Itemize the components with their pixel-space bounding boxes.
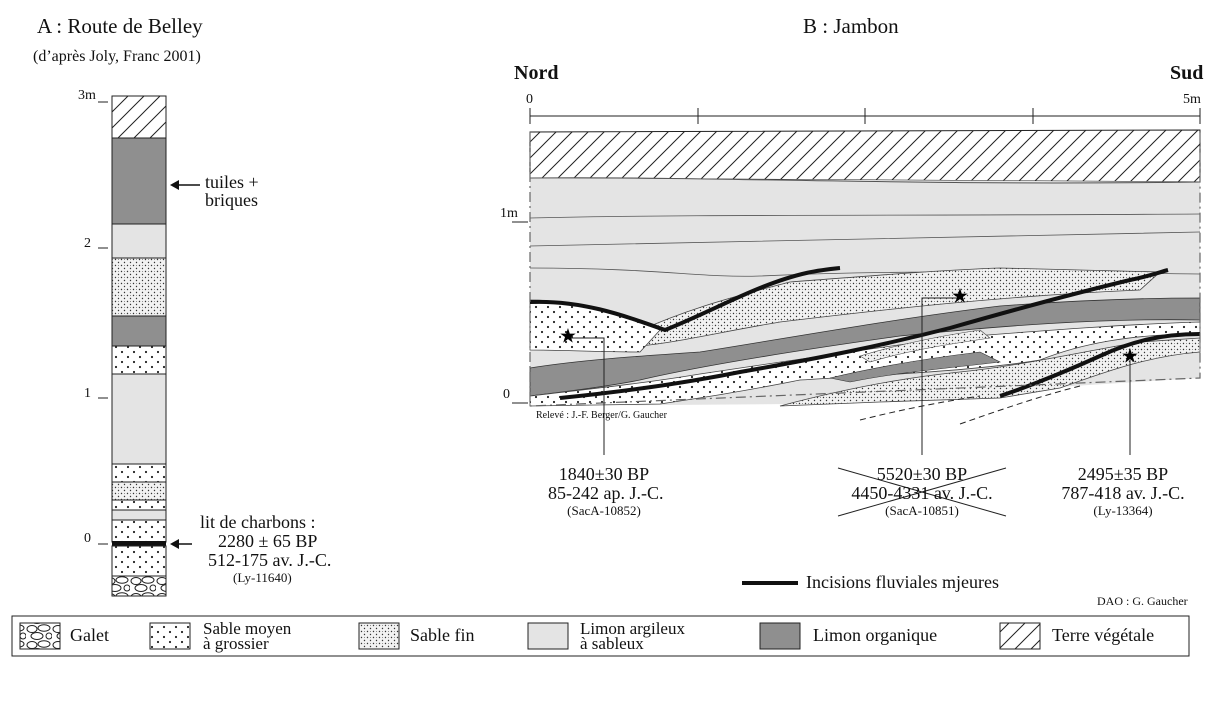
date-label-3: 2495±35 BP 787-418 av. J.-C. (Ly-13364) [1040, 464, 1206, 519]
date-bp: 1840±30 BP [558, 464, 650, 484]
legend-swatch-sable-fin [358, 622, 400, 650]
annotation-charcoal: lit de charbons : [200, 512, 316, 532]
arrow-icon [170, 539, 192, 549]
annotation-date-cal: 512-175 av. J.-C. [208, 550, 332, 570]
date-cal: 4450-4331 av. J.-C. [851, 483, 993, 503]
star-icon: ★ [559, 326, 577, 348]
dao-credit: DAO : G. Gaucher [1097, 594, 1188, 608]
legend-label-terre-vegetale: Terre végétale [1052, 625, 1155, 645]
column-route-de-belley [98, 95, 200, 597]
survey-credit: Relevé : J.-F. Berger/G. Gaucher [536, 410, 667, 421]
panel-a-source: (d’après Joly, Franc 2001) [33, 48, 201, 65]
arrow-icon [170, 180, 200, 190]
section-jambon [512, 108, 1201, 455]
date-label-1: 1840±30 BP 85-242 ap. J.-C. (SacA-10852) [548, 464, 664, 519]
legend-label-galet: Galet [70, 625, 109, 645]
incision-legend-label: Incisions fluviales mjeures [806, 572, 999, 592]
star-icon: ★ [951, 286, 969, 308]
annotation-lab-code: (Ly-11640) [233, 570, 292, 585]
north-label: Nord [514, 62, 559, 84]
star-icon: ★ [1121, 346, 1139, 368]
legend-label-sable-fin: Sable fin [410, 625, 475, 645]
legend-swatch-terre-vegetale [999, 622, 1041, 650]
scale-label-3m: 3m [78, 88, 96, 103]
scale-label-1: 1 [84, 386, 91, 401]
legend-swatch-limon-organique [759, 622, 801, 650]
panel-b-title: B : Jambon [803, 14, 899, 38]
south-label: Sud [1170, 62, 1204, 84]
legend-label-limon-organique: Limon organique [813, 625, 938, 645]
top-scale-end: 5m [1183, 92, 1201, 107]
date-bp: 5520±30 BP [876, 464, 968, 484]
scale-label-2: 2 [84, 236, 91, 251]
depth-label-1m: 1m [500, 206, 518, 221]
legend-label-limon-argileux: Limon argileux à sableux [580, 619, 685, 653]
legend [11, 615, 1190, 657]
date-label-2-rejected: 5520±30 BP 4450-4331 av. J.-C. (SacA-108… [830, 464, 1014, 519]
depth-label-0: 0 [503, 387, 510, 402]
date-lab: (Ly-13364) [1093, 503, 1153, 518]
legend-swatch-galet [19, 622, 61, 650]
date-bp: 2495±35 BP [1077, 464, 1169, 484]
legend-label-sable-moyen: Sable moyen à grossier [203, 619, 292, 653]
top-scale-start: 0 [526, 92, 533, 107]
rejected-date-cross [837, 467, 1007, 517]
date-lab: (SacA-10851) [885, 503, 959, 518]
scale-label-0: 0 [84, 531, 91, 546]
date-cal: 85-242 ap. J.-C. [548, 483, 664, 503]
legend-swatch-limon-argileux [527, 622, 569, 650]
annotation-tiles-2: briques [205, 190, 258, 210]
annotation-date-bp: 2280 ± 65 BP [218, 531, 318, 551]
annotation-tiles: tuiles + [205, 172, 259, 192]
date-lab: (SacA-10852) [567, 503, 641, 518]
panel-a-title: A : Route de Belley [37, 14, 203, 38]
legend-swatch-sable-moyen [149, 622, 191, 650]
date-cal: 787-418 av. J.-C. [1061, 483, 1185, 503]
